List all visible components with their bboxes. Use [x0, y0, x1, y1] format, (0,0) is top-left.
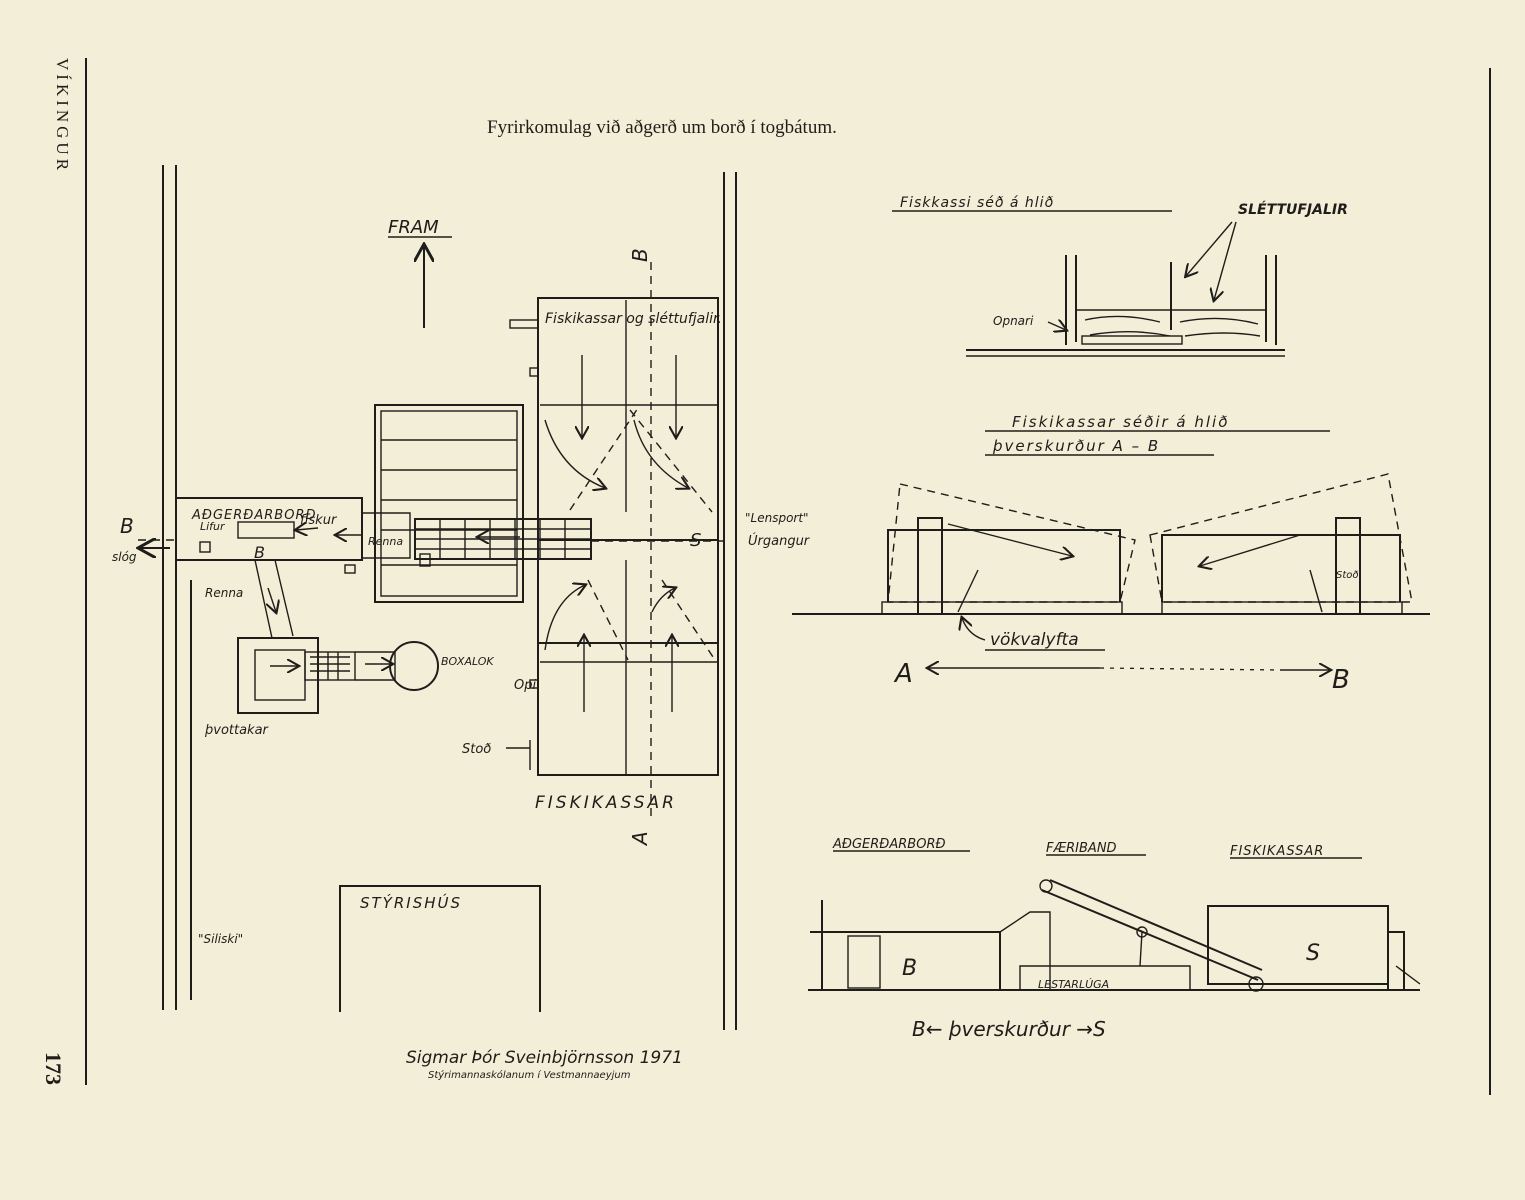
b-left-label: B — [120, 514, 134, 538]
plan-view: FRAM Fiskikassar og sléttufjalir. Opi St… — [112, 165, 811, 1030]
styrishus-label: STÝRISHÚS — [360, 893, 462, 912]
adgerdarbord-label: AÐGERÐARBORÐ — [191, 508, 317, 523]
page-number: 173 — [41, 1052, 66, 1085]
vokvalyfta-label: vökvalyfta — [990, 630, 1079, 650]
cross-section-bs: AÐGERÐARBORÐ FÆRIBAND FISKIKASSAR B LEST… — [808, 837, 1421, 1041]
stod-right-label: Stoð — [1336, 570, 1359, 581]
bs-caption: B← þverskurður →S — [912, 1017, 1106, 1041]
stod-label: Stoð — [462, 742, 491, 757]
fiskikassar-bs-label: FISKIKASSAR — [1230, 844, 1324, 859]
fish-box-side-view: Fiskkassi séð á hlið SLÉTTUFJALIR Opnari — [892, 195, 1348, 357]
cross-section-ab: Fiskikassar séðir á hlið þverskurður A –… — [792, 413, 1430, 695]
side-view-title: Fiskkassi séð á hlið — [900, 195, 1054, 211]
section-a-marker: A — [628, 831, 652, 847]
opnari-label: Opnari — [993, 314, 1034, 328]
siliski-label: "Siliski" — [198, 932, 243, 946]
signature-line-1: Sigmar Þór Sveinbjörnsson 1971 — [406, 1048, 683, 1068]
urgangur-label: Úrgangur — [748, 533, 811, 549]
s-label: S — [690, 530, 701, 551]
lifur-label: Lifur — [200, 520, 226, 533]
lestarluga-label: LESTARLÚGA — [1038, 978, 1109, 991]
a-label: A — [893, 659, 913, 689]
renna-top-label: Renna — [368, 535, 403, 548]
s-bs-label: S — [1306, 941, 1320, 966]
section-b-marker: B — [628, 248, 652, 262]
page-title: Fyrirkomulag við aðgerð um borð í togbát… — [487, 117, 837, 138]
slog-label: slóg — [112, 550, 137, 564]
lensport-label: "Lensport" — [745, 511, 809, 525]
boxalok-label: BOXALOK — [441, 655, 494, 668]
section-ab-title-1: Fiskikassar séðir á hlið — [1012, 413, 1229, 431]
thvottakar-label: þvottakar — [204, 723, 270, 738]
adgerdarbord-bs-label: AÐGERÐARBORÐ — [832, 837, 946, 852]
b-bs-label: B — [902, 956, 917, 981]
journal-name: VÍKINGUR — [53, 58, 72, 174]
fiskur-label: fiskur — [300, 513, 338, 528]
section-ab-title-2: þverskurður A – B — [992, 437, 1160, 455]
faeriband-label: FÆRIBAND — [1046, 841, 1117, 856]
fiskikassar-bottom-label: FISKIKASSAR — [535, 793, 677, 813]
signature-line-2: Stýrimannaskólanum í Vestmannaeyjum — [428, 1069, 631, 1081]
opi-label: Opi — [514, 678, 536, 693]
slettufjalir-label: SLÉTTUFJALIR — [1238, 201, 1348, 218]
fiskikassar-slettufjalir-label: Fiskikassar og sléttufjalir. — [545, 311, 722, 327]
b-label: B — [1332, 665, 1350, 695]
fram-label: FRAM — [388, 217, 439, 238]
renna-side-label: Renna — [205, 586, 243, 600]
b-table-label: B — [254, 543, 265, 562]
